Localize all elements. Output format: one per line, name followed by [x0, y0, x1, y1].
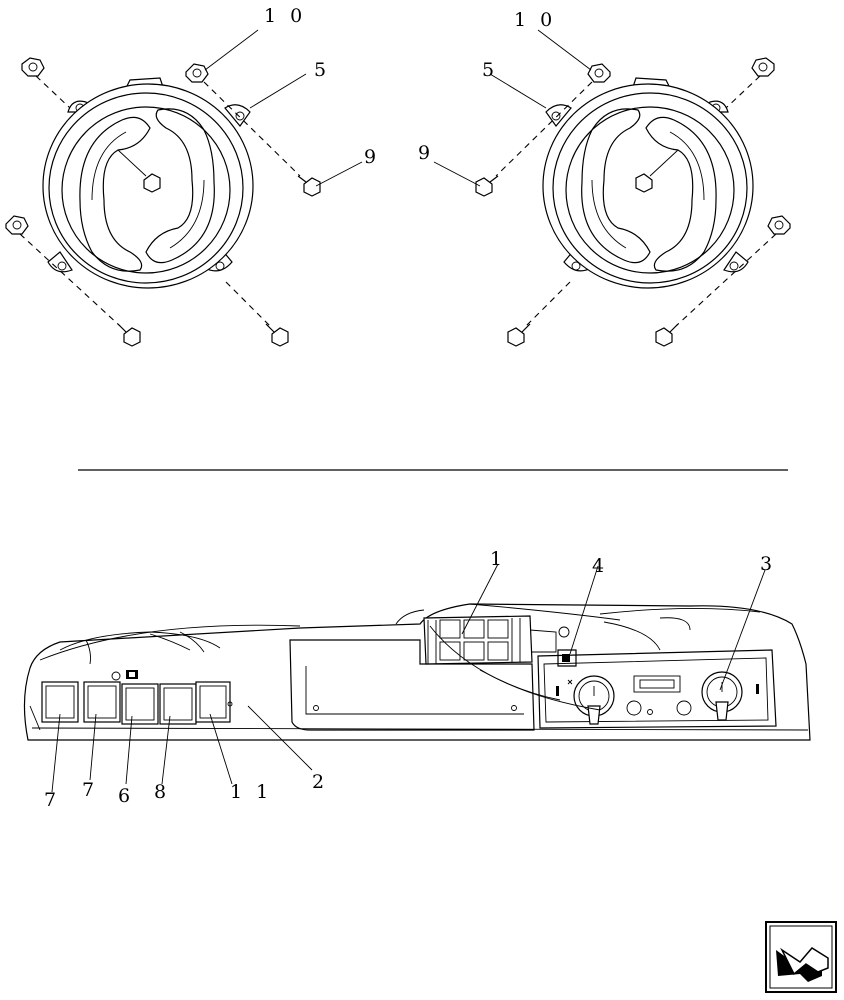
left-speaker-assembly: [42, 77, 254, 289]
callout-4: 4: [592, 555, 608, 577]
callout-10-right: 1 0: [514, 9, 556, 31]
rocker-switch: [195, 681, 231, 723]
nut-icon: [21, 57, 45, 77]
next-page-arrow-icon[interactable]: [765, 921, 837, 993]
rocker-switch: [83, 681, 121, 723]
left-fasteners: [5, 57, 321, 347]
nut-icon: [5, 215, 29, 235]
callout-9-left: 9: [364, 146, 380, 168]
nut-icon: [185, 63, 209, 83]
callout-8: 8: [154, 781, 170, 803]
callout-7b: 7: [82, 779, 98, 801]
screw-icon: [265, 323, 289, 347]
rocker-switch: [159, 683, 197, 725]
screw-icon: [297, 175, 321, 197]
callout-10-left: 1 0: [264, 5, 306, 27]
callout-5-left: 5: [314, 59, 330, 81]
nut-icon: [751, 57, 775, 77]
screw-icon: [475, 175, 499, 197]
indicator-icon: [111, 670, 138, 681]
right-speaker-assembly: [433, 29, 791, 347]
connector-part: [557, 626, 577, 667]
rocker-switch: [121, 683, 159, 725]
screw-icon: [117, 323, 141, 347]
callout-1: 1: [490, 548, 506, 570]
filter-element: [423, 615, 557, 665]
callout-6: 6: [118, 785, 134, 807]
screw-icon: [655, 323, 679, 347]
screw-icon: [507, 323, 531, 347]
callout-2: 2: [312, 771, 328, 793]
nut-icon: [767, 215, 791, 235]
climate-control-panel: [537, 649, 777, 729]
callout-9-right: 9: [418, 142, 434, 164]
callout-7a: 7: [44, 789, 60, 811]
console-panel: [23, 603, 811, 741]
callout-5-right: 5: [482, 59, 498, 81]
callout-11: 1 1: [230, 781, 272, 803]
callout-3: 3: [760, 553, 776, 575]
nut-icon: [587, 63, 611, 83]
